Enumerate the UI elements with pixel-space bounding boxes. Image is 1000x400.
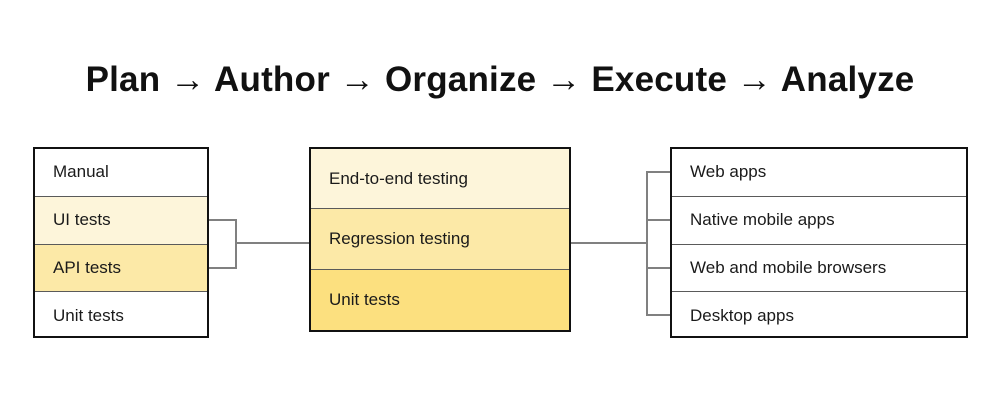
row-label: Unit tests bbox=[53, 306, 124, 326]
row-label: End-to-end testing bbox=[329, 168, 468, 188]
list-item[interactable]: Desktop apps bbox=[672, 292, 966, 336]
row-label: Unit tests bbox=[329, 289, 400, 309]
list-item[interactable]: Web and mobile browsers bbox=[672, 244, 966, 293]
row-label: Web apps bbox=[690, 162, 767, 182]
row-label: Manual bbox=[53, 162, 109, 182]
connector-line bbox=[235, 242, 311, 244]
test-types-column: Manual UI tests API tests Unit tests bbox=[33, 147, 209, 338]
list-item[interactable]: Native mobile apps bbox=[672, 196, 966, 245]
connector-line bbox=[646, 314, 672, 316]
list-item[interactable]: Manual bbox=[35, 149, 207, 197]
row-label: Regression testing bbox=[329, 228, 470, 248]
connector-line bbox=[209, 219, 237, 221]
connector-line bbox=[646, 171, 672, 173]
row-label: API tests bbox=[53, 257, 122, 277]
test-levels-column: End-to-end testing Regression testing Un… bbox=[309, 147, 571, 332]
row-label: Native mobile apps bbox=[690, 210, 835, 230]
row-label: Web and mobile browsers bbox=[690, 257, 887, 277]
connector-line bbox=[646, 267, 672, 269]
connector-line bbox=[646, 171, 648, 315]
list-item[interactable]: Unit tests bbox=[311, 269, 569, 330]
list-item[interactable]: Web apps bbox=[672, 149, 966, 197]
list-item[interactable]: UI tests bbox=[35, 196, 207, 245]
list-item[interactable]: API tests bbox=[35, 244, 207, 293]
row-label: Desktop apps bbox=[690, 306, 794, 326]
list-item[interactable]: End-to-end testing bbox=[311, 149, 569, 210]
platforms-column: Web apps Native mobile apps Web and mobi… bbox=[670, 147, 968, 338]
list-item[interactable]: Regression testing bbox=[311, 209, 569, 270]
connector-line bbox=[646, 219, 672, 221]
row-label: UI tests bbox=[53, 210, 111, 230]
connector-line bbox=[571, 242, 648, 244]
page-title: Plan → Author → Organize → Execute → Ana… bbox=[85, 60, 915, 99]
list-item[interactable]: Unit tests bbox=[35, 292, 207, 336]
connector-line bbox=[209, 267, 237, 269]
connector-line bbox=[235, 219, 237, 269]
